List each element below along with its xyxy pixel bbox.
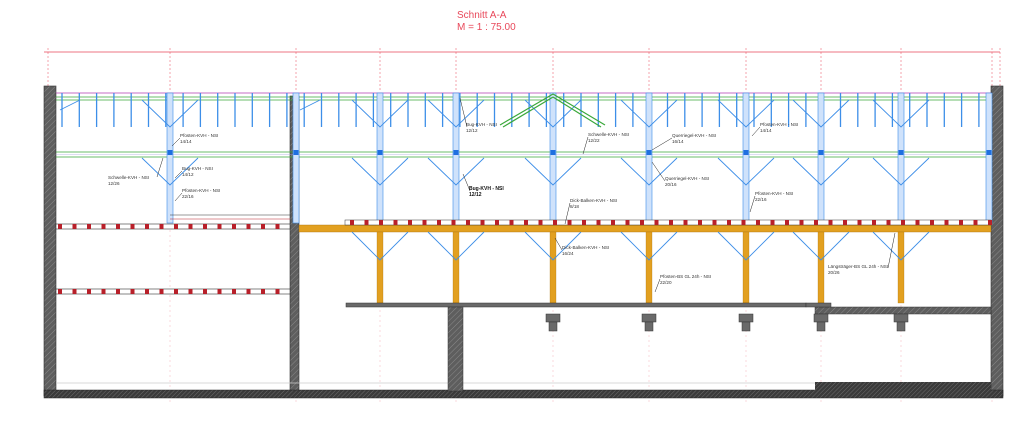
svg-text:Längsträger-BS GL 24h - NSI: Längsträger-BS GL 24h - NSI xyxy=(828,264,888,269)
svg-text:16/14: 16/14 xyxy=(672,139,684,144)
svg-text:20/16: 20/16 xyxy=(665,182,677,187)
svg-text:14/14: 14/14 xyxy=(180,139,192,144)
glulam-main-beam xyxy=(298,224,992,233)
joist-row-upper xyxy=(55,223,291,230)
svg-text:22/16: 22/16 xyxy=(755,197,767,202)
drawing-scale: M = 1 : 75.00 xyxy=(457,22,516,33)
svg-text:22/16: 22/16 xyxy=(182,194,194,199)
svg-text:Pfosten-KVH - NSI: Pfosten-KVH - NSI xyxy=(180,133,218,138)
drawing-title-block: Schnitt A-A M = 1 : 75.00 xyxy=(457,10,516,34)
svg-text:12/22: 12/22 xyxy=(588,138,600,143)
svg-text:Schwelle-KVH - NSI: Schwelle-KVH - NSI xyxy=(588,132,629,137)
svg-text:Bug-KVH - NSI: Bug-KVH - NSI xyxy=(466,122,497,127)
joist-row-lower xyxy=(55,288,291,295)
svg-text:Pfosten-KVH - NSI: Pfosten-KVH - NSI xyxy=(760,122,798,127)
pile-caps xyxy=(545,313,909,332)
concrete-column xyxy=(447,306,464,392)
svg-text:Bug-KVH - NSI: Bug-KVH - NSI xyxy=(469,186,504,192)
rafters xyxy=(61,93,980,127)
svg-text:8/18: 8/18 xyxy=(570,204,579,209)
floor-step xyxy=(815,382,991,391)
glulam-posts xyxy=(376,231,905,304)
drawing-title: Schnitt A-A xyxy=(457,10,507,21)
svg-text:16/24: 16/24 xyxy=(562,251,574,256)
floor-slab xyxy=(43,389,1004,399)
svg-text:Bug-KVH - NSI: Bug-KVH - NSI xyxy=(182,166,213,171)
svg-text:14/12: 14/12 xyxy=(182,172,194,177)
svg-text:Dick-Balken-KVH - NSI: Dick-Balken-KVH - NSI xyxy=(562,245,609,250)
lower-braces xyxy=(351,231,930,261)
svg-text:Schwelle-KVH - NSI: Schwelle-KVH - NSI xyxy=(108,175,149,180)
ridge-braces xyxy=(499,93,606,128)
svg-text:20/26: 20/26 xyxy=(828,270,840,275)
svg-text:Dick-Balken-KVH - NSI: Dick-Balken-KVH - NSI xyxy=(570,198,617,203)
svg-text:Querriegel-KVH - NSI: Querriegel-KVH - NSI xyxy=(665,176,709,181)
svg-text:Querriegel-KVH - NSI: Querriegel-KVH - NSI xyxy=(672,133,716,138)
svg-text:Pfosten-KVH - NSI: Pfosten-KVH - NSI xyxy=(755,191,793,196)
svg-text:14/14: 14/14 xyxy=(760,128,772,133)
svg-text:12/12: 12/12 xyxy=(469,192,482,198)
svg-text:12/12: 12/12 xyxy=(466,128,478,133)
svg-text:22/20: 22/20 xyxy=(660,280,672,285)
svg-text:12/26: 12/26 xyxy=(108,181,120,186)
braces xyxy=(59,99,930,186)
leader-lines xyxy=(156,97,896,293)
concrete-slab xyxy=(345,302,807,308)
svg-text:Pfosten-KVH - NSI: Pfosten-KVH - NSI xyxy=(182,188,220,193)
left-wall xyxy=(43,85,57,397)
svg-text:Pfosten-BS GL 24h - NSI: Pfosten-BS GL 24h - NSI xyxy=(660,274,711,279)
right-wall xyxy=(990,85,1004,397)
